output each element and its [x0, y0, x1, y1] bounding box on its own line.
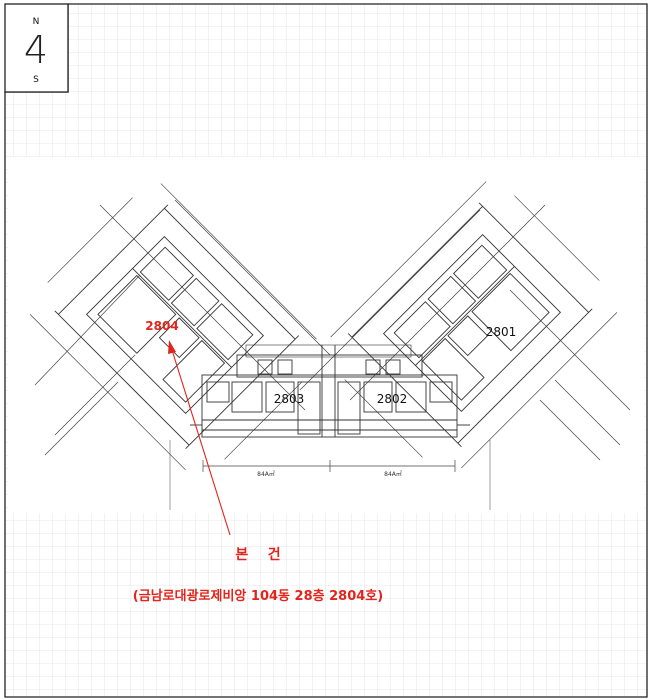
right-wing: [330, 181, 618, 469]
compass-glyph: 4: [24, 28, 48, 72]
unit-label-2804: 2804: [145, 319, 178, 333]
unit-label-2801: 2801: [486, 325, 517, 339]
diagonal-dimension-lines: [34, 199, 631, 461]
subject-address: (금남로대광로제비앙 104동 28층 2804호): [133, 588, 383, 604]
plan-paper: [8, 157, 644, 513]
north-label: N: [33, 17, 40, 27]
dimension-label-left: 84A㎡: [257, 470, 275, 478]
center-core: [190, 344, 470, 438]
bottom-dimension-line: [169, 440, 491, 510]
north-arrow: N 4 S: [4, 3, 69, 93]
south-label: S: [33, 75, 39, 85]
unit-label-2802: 2802: [377, 392, 408, 406]
subject-pointer-arrow: [168, 340, 231, 536]
unit-label-2803: 2803: [274, 392, 305, 406]
dimension-label-right: 84A㎡: [384, 470, 402, 478]
subject-title: 본 건: [235, 546, 280, 563]
